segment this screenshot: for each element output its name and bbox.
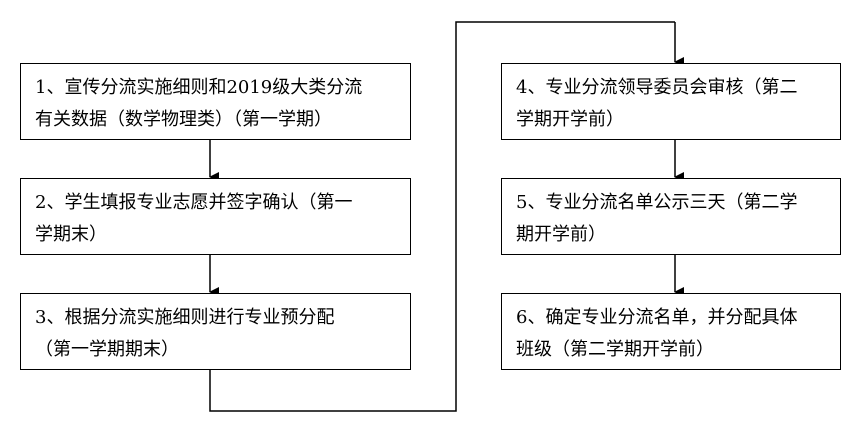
step-2-line-2: 学期末） xyxy=(35,224,107,245)
step-4-box: 4、专业分流领导委员会审核（第二 学期开学前） xyxy=(501,63,841,140)
step-4-line-2: 学期开学前） xyxy=(516,109,624,130)
step-1-box: 1、宣传分流实施细则和2019级大类分流 有关数据（数学物理类）（第一学期） xyxy=(20,63,411,140)
step-6-line-2: 班级（第二学期开学前） xyxy=(516,339,714,360)
step-2-line-1: 2、学生填报专业志愿并签字确认（第一 xyxy=(35,192,353,213)
step-5-line-1: 5、专业分流名单公示三天（第二学 xyxy=(516,192,798,213)
step-3-line-1: 3、根据分流实施细则进行专业预分配 xyxy=(35,307,335,328)
step-5-line-2: 期开学前） xyxy=(516,224,606,245)
step-2-box: 2、学生填报专业志愿并签字确认（第一 学期末） xyxy=(20,178,411,255)
step-3-line-2: （第一学期期末） xyxy=(35,339,179,360)
step-6-box: 6、确定专业分流名单，并分配具体 班级（第二学期开学前） xyxy=(501,293,841,370)
step-3-box: 3、根据分流实施细则进行专业预分配 （第一学期期末） xyxy=(20,293,411,370)
step-1-line-1: 1、宣传分流实施细则和2019级大类分流 xyxy=(35,77,363,98)
step-6-line-1: 6、确定专业分流名单，并分配具体 xyxy=(516,307,798,328)
step-5-box: 5、专业分流名单公示三天（第二学 期开学前） xyxy=(501,178,841,255)
connector-step3-to-step4 xyxy=(209,21,675,412)
step-4-line-1: 4、专业分流领导委员会审核（第二 xyxy=(516,77,798,98)
step-1-line-2: 有关数据（数学物理类）（第一学期） xyxy=(35,109,332,130)
